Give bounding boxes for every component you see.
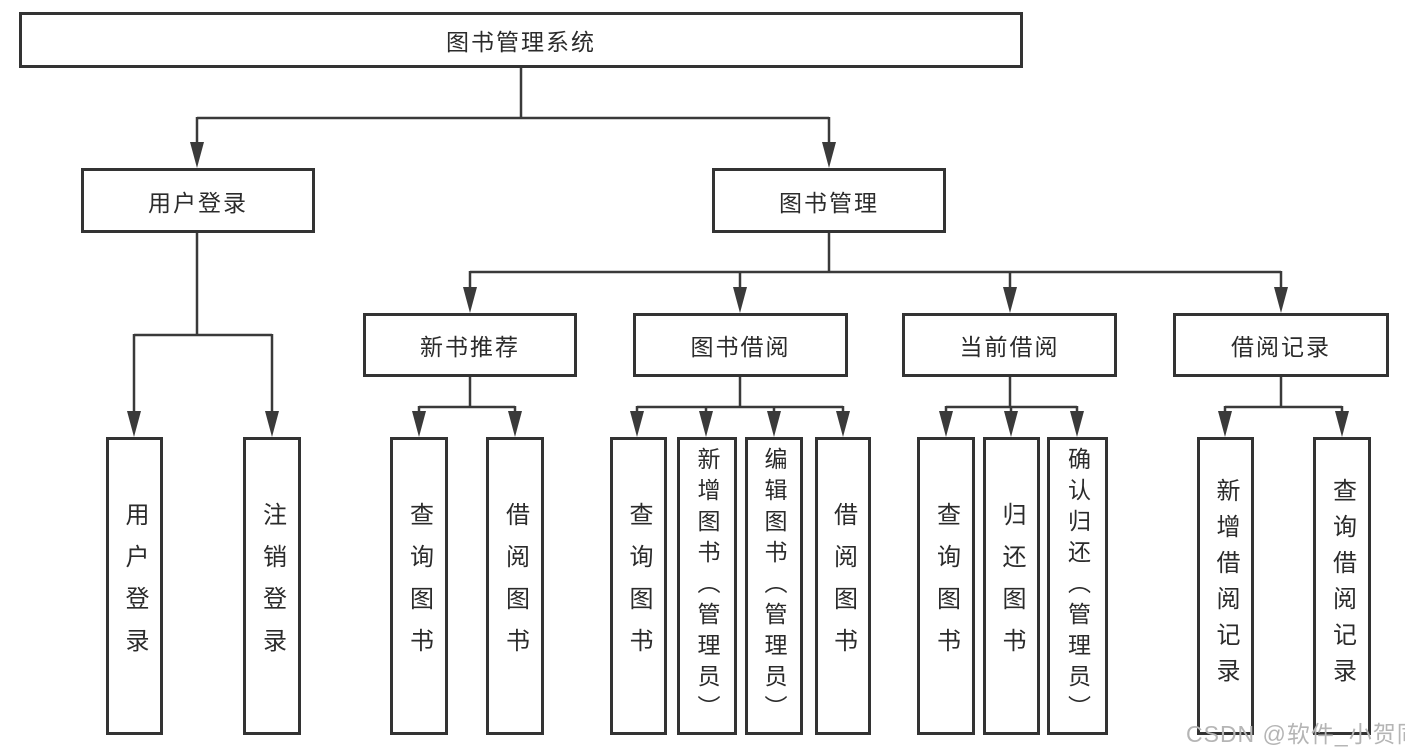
connector-bookmgmt-to-level3 xyxy=(468,233,1283,290)
node-label: 图书管理 xyxy=(779,189,879,216)
node-book-borrowing: 图书借阅 xyxy=(633,313,848,377)
connector-root-to-level1 xyxy=(195,68,831,144)
leaf-label: 注销登录 xyxy=(258,502,286,670)
node-label: 当前借阅 xyxy=(959,334,1060,360)
leaf-edit-book-admin: 编辑图书（管理员） xyxy=(745,437,803,735)
node-label: 用户登录 xyxy=(148,189,248,216)
leaf-label: 用户登录 xyxy=(121,502,148,670)
leaf-label: 查询图书 xyxy=(405,502,433,670)
arrowheads xyxy=(127,142,1349,437)
leaf-borrow-books-1: 借阅图书 xyxy=(486,437,544,735)
node-label: 借阅记录 xyxy=(1231,334,1331,360)
leaf-label: 借阅图书 xyxy=(501,502,529,670)
node-label: 新书推荐 xyxy=(420,334,520,360)
leaf-query-books-2: 查询图书 xyxy=(610,437,667,735)
node-book-management: 图书管理 xyxy=(712,168,946,233)
leaf-label: 查询图书 xyxy=(932,502,960,670)
leaf-label: 归还图书 xyxy=(998,502,1025,670)
leaf-label: 新增借阅记录 xyxy=(1212,478,1239,694)
leaf-label: 查询图书 xyxy=(625,502,652,670)
leaf-label: 确认归还（管理员） xyxy=(1064,446,1091,726)
connector-bookborrow-to-leaves xyxy=(635,377,845,414)
leaf-confirm-return-admin: 确认归还（管理员） xyxy=(1047,437,1108,735)
connector-newbook-to-leaves xyxy=(417,377,517,414)
leaf-label: 查询借阅记录 xyxy=(1328,478,1356,694)
node-current-borrowing: 当前借阅 xyxy=(902,313,1117,377)
watermark: CSDN @软件_小贺同学 xyxy=(1186,721,1405,747)
leaf-label: 新增图书（管理员） xyxy=(694,446,720,726)
leaf-user-login: 用户登录 xyxy=(106,437,163,735)
leaf-borrow-books-2: 借阅图书 xyxy=(815,437,871,735)
leaf-add-borrow-record: 新增借阅记录 xyxy=(1197,437,1254,735)
node-user-login: 用户登录 xyxy=(81,168,315,233)
leaf-label: 借阅图书 xyxy=(829,502,857,670)
leaf-return-books: 归还图书 xyxy=(983,437,1040,735)
leaf-add-book-admin: 新增图书（管理员） xyxy=(677,437,737,735)
leaf-logout: 注销登录 xyxy=(243,437,301,735)
node-label: 图书管理系统 xyxy=(446,29,596,55)
node-new-book-recommendation: 新书推荐 xyxy=(363,313,577,377)
leaf-query-books-1: 查询图书 xyxy=(390,437,448,735)
leaf-label: 编辑图书（管理员） xyxy=(761,446,787,726)
leaf-query-books-3: 查询图书 xyxy=(917,437,975,735)
connector-currentborrow-to-leaves xyxy=(944,377,1079,414)
node-library-management-system: 图书管理系统 xyxy=(19,12,1023,68)
leaf-query-borrow-record: 查询借阅记录 xyxy=(1313,437,1371,735)
node-label: 图书借阅 xyxy=(690,334,791,360)
connector-userlogin-to-leaves xyxy=(132,233,274,414)
connector-records-to-leaves xyxy=(1223,377,1344,414)
node-borrowing-records: 借阅记录 xyxy=(1173,313,1389,377)
